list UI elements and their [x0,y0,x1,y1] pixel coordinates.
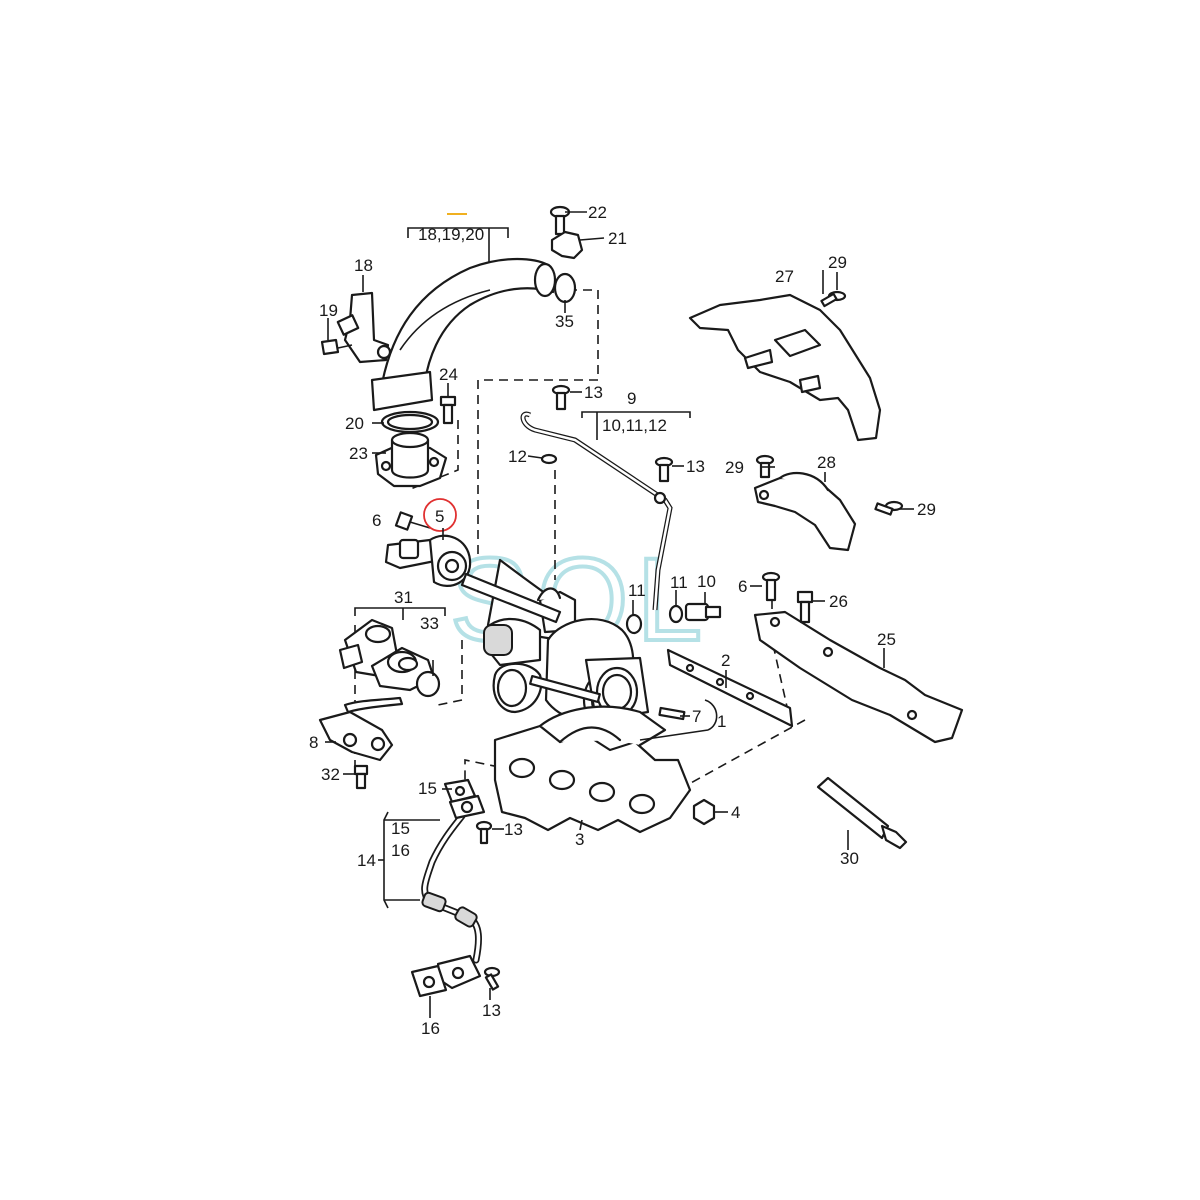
bracket-plate-25 [753,610,964,744]
oil-return-pipe-14 [421,812,482,964]
oring-35 [553,272,577,304]
callout-35: 35 [555,312,574,331]
bracket-21 [550,230,584,260]
callout-18-19-20: 18,19,20 [418,225,484,244]
callout-5: 5 [435,507,444,526]
screw-13-upper-left [475,820,493,845]
callout-6-left: 6 [372,511,381,530]
callout-10-11-12: 10,11,12 [602,416,667,435]
flange-23 [374,431,448,488]
oring-33 [415,670,441,698]
callout-11-right: 11 [670,573,688,592]
actuator-5 [384,534,562,624]
callout-4: 4 [731,803,740,822]
callout-31: 31 [394,588,413,607]
callout-15-top: 15 [418,779,437,798]
callout-22: 22 [588,203,607,222]
oil-feed-pipe-9 [520,411,673,611]
leader-lines [325,211,914,1018]
callout-16-bottom: 16 [421,1019,440,1038]
callout-7: 7 [692,707,701,726]
callout-12: 12 [508,447,527,466]
callout-9: 9 [627,389,636,408]
callout-26: 26 [829,592,848,611]
cover-28 [753,471,857,552]
bolt-6-left [394,511,431,531]
callout-25: 25 [877,630,896,649]
callout-15-bracket: 15 [391,819,410,838]
screw-13-top [551,384,571,411]
callout-27: 27 [775,267,794,286]
callout-13-mid: 13 [686,457,705,476]
callout-8: 8 [309,733,318,752]
callout-10: 10 [697,572,716,591]
screw-29-mid-right [874,500,904,516]
sealant-tube-30 [816,776,908,850]
callout-28: 28 [817,453,836,472]
flange-bottom [410,954,482,998]
callout-1: 1 [717,712,726,731]
washer-11-left [625,613,643,635]
screw-29-mid-left [755,454,775,479]
highlight-circle-5 [423,498,457,532]
exhaust-manifold-3 [493,705,692,834]
callout-6-right: 6 [738,577,747,596]
washer-12 [540,453,558,465]
stud-7 [658,706,686,721]
bolt-24 [439,395,457,425]
banjo-bolt-10 [684,602,722,622]
callout-13-top: 13 [584,383,603,402]
callout-19: 19 [319,301,338,320]
callout-30: 30 [840,849,859,868]
callout-24: 24 [439,365,458,384]
screw-22 [549,205,571,236]
callout-29-top: 29 [828,253,847,272]
callout-13-bottom: 13 [482,1001,501,1020]
screw-13-bottom [483,966,501,991]
bolt-6-right [761,571,781,602]
callout-29-mid-left: 29 [725,458,744,477]
callout-14: 14 [357,851,376,870]
oring-20 [380,410,440,434]
coolant-pipe-8 [318,696,404,762]
intake-pipe [370,257,557,412]
sensor-18 [320,291,392,364]
callout-11-left: 11 [628,581,646,600]
callout-29-mid-right: 29 [917,500,936,519]
callout-33: 33 [420,614,439,633]
callout-13-left: 13 [504,820,523,839]
callout-16-bracket: 16 [391,841,410,860]
callout-3: 3 [575,830,584,849]
bolt-32 [353,764,369,790]
callout-20: 20 [345,414,364,433]
group-brackets [354,227,718,909]
callout-32: 32 [321,765,340,784]
callout-21: 21 [608,229,627,248]
callout-18: 18 [354,256,373,275]
screw-29-top [820,290,847,308]
flange-16-top [448,794,486,820]
gasket-2 [666,648,794,728]
heat-shield-27 [688,293,882,442]
bolt-26 [796,590,814,624]
nut-4 [692,798,716,826]
callout-labels: 22 21 18,19,20 18 19 35 24 20 23 13 9 10… [309,203,936,1038]
screw-13-mid [654,456,674,483]
callout-2: 2 [721,651,730,670]
callout-23: 23 [349,444,368,463]
washer-11-right [668,604,684,624]
